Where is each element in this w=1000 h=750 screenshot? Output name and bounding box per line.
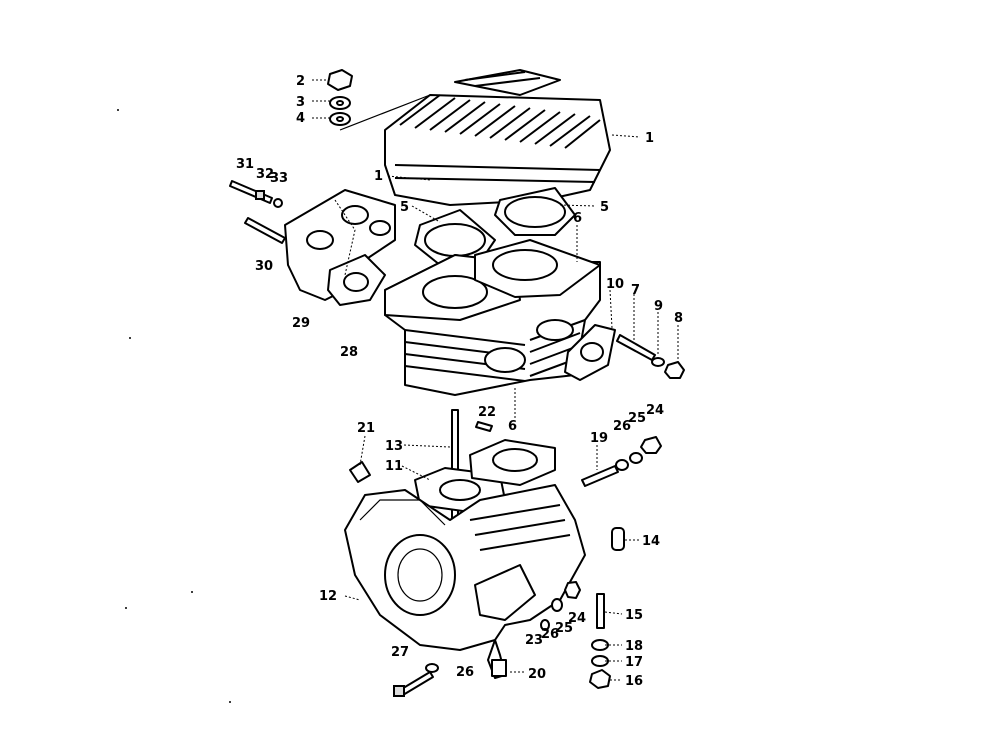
crankcase — [344, 484, 586, 679]
callout-1-right: 1 — [645, 131, 654, 146]
callout-15: 15 — [625, 608, 643, 623]
callout-5-right: 5 — [600, 200, 609, 215]
crankcase-studs-right — [540, 436, 662, 689]
manifold-bolts — [229, 180, 286, 244]
callout-25-top: 25 — [628, 411, 646, 426]
callout-5-left: 5 — [400, 200, 409, 215]
leader-lines — [312, 79, 679, 681]
callout-32: 32 — [256, 167, 274, 182]
callout-22: 22 — [478, 405, 496, 420]
head-gaskets — [414, 187, 576, 266]
callout-21: 21 — [357, 421, 375, 436]
callout-31: 31 — [236, 157, 254, 172]
callout-7: 7 — [631, 283, 640, 298]
callout-28: 28 — [340, 345, 358, 360]
long-stud-and-gasket — [414, 409, 556, 531]
callout-24-mid: 24 — [568, 611, 586, 626]
callout-11: 11 — [385, 459, 403, 474]
callout-13: 13 — [385, 439, 403, 454]
callout-16: 16 — [625, 674, 643, 689]
cylinder-block — [384, 239, 601, 396]
callout-25-mid: 25 — [555, 621, 573, 636]
callout-18: 18 — [625, 639, 643, 654]
callout-26-mid: 26 — [541, 627, 559, 642]
callout-30: 30 — [255, 259, 273, 274]
callout-10: 10 — [606, 277, 624, 292]
crankcase-bolts-left — [349, 461, 507, 697]
head-nut-washers — [327, 69, 353, 126]
callout-27: 27 — [391, 645, 409, 660]
callout-labels: 2 3 4 1 1 31 32 33 5 5 6 30 29 28 10 7 9… — [236, 74, 683, 689]
callout-24-top: 24 — [646, 403, 664, 418]
cylinder-head — [339, 69, 611, 206]
callout-19: 19 — [590, 431, 608, 446]
callout-6-bottom: 6 — [508, 419, 517, 434]
callout-33: 33 — [270, 171, 288, 186]
callout-3: 3 — [296, 95, 305, 110]
callout-17: 17 — [625, 655, 643, 670]
callout-26-top: 26 — [613, 419, 631, 434]
callout-12: 12 — [319, 589, 337, 604]
callout-2: 2 — [296, 74, 305, 89]
callout-4: 4 — [296, 111, 305, 126]
callout-6-top: 6 — [573, 211, 582, 226]
callout-26-bottom: 26 — [456, 665, 474, 680]
exhaust-manifold — [284, 189, 396, 306]
scan-specks — [117, 109, 231, 703]
intake-gasket-and-studs — [564, 324, 685, 381]
callout-9: 9 — [654, 299, 663, 314]
callout-23: 23 — [525, 633, 543, 648]
callout-20: 20 — [528, 667, 546, 682]
callout-14: 14 — [642, 534, 660, 549]
callout-8: 8 — [674, 311, 683, 326]
callout-1-left: 1 — [374, 169, 383, 184]
callout-29: 29 — [292, 316, 310, 331]
